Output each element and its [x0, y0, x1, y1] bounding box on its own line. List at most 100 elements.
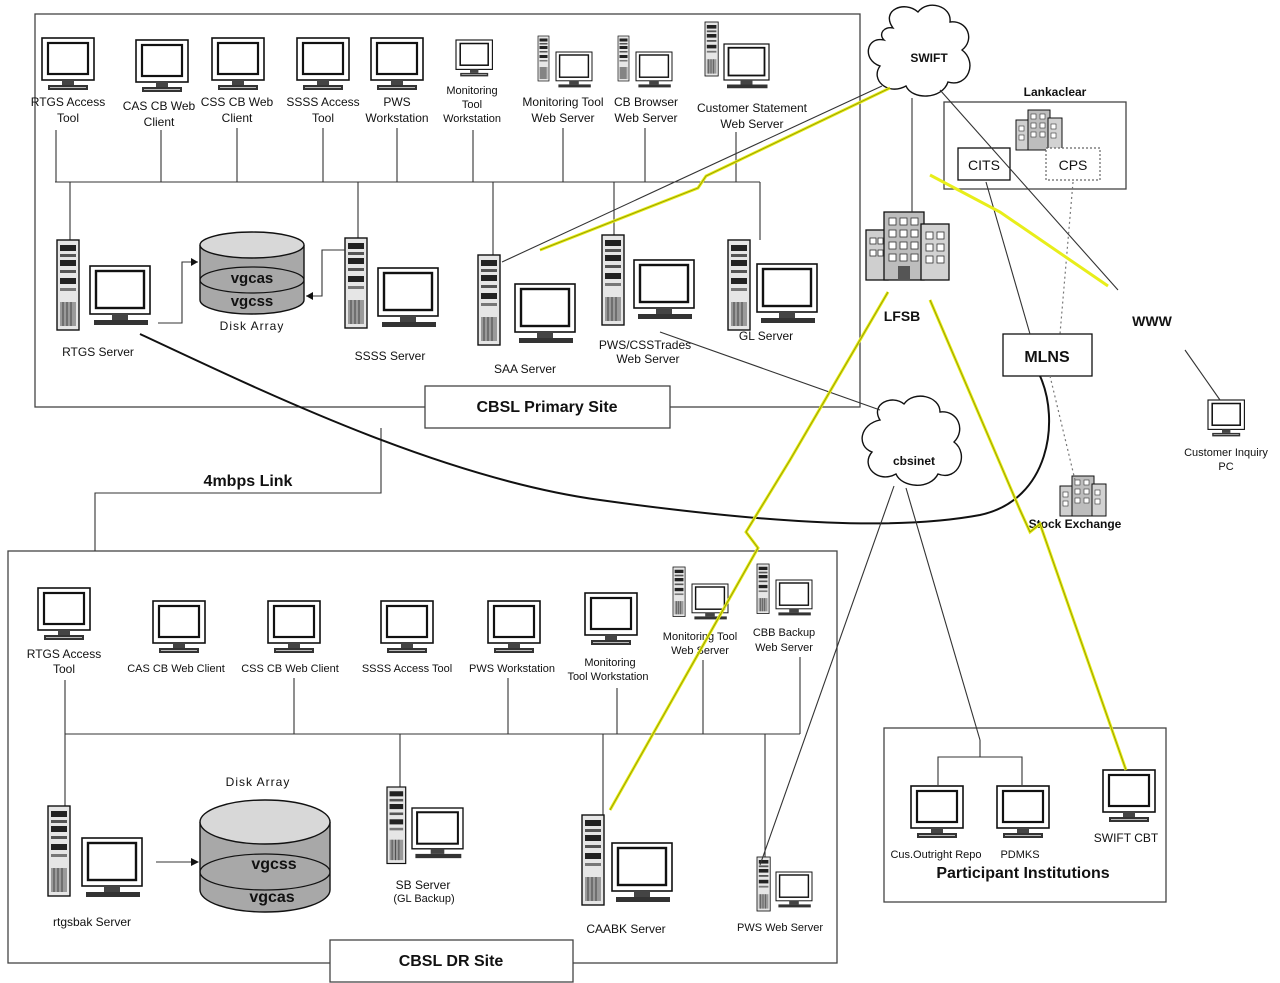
- disk-vgcas: vgcas: [249, 889, 294, 906]
- dr-server-label: CAABK Server: [586, 922, 665, 936]
- client-label: SSSS Access: [286, 95, 359, 109]
- primary-disk-array: [199, 231, 305, 315]
- network-links: [139, 85, 1221, 866]
- dr-client-label: Monitoring Tool: [663, 631, 737, 643]
- primary-site-title: CBSL Primary Site: [476, 399, 617, 416]
- tower-icon: [386, 786, 407, 865]
- client-label: Web Server: [614, 111, 677, 125]
- cps-label: CPS: [1059, 157, 1088, 173]
- monitor-icon: [410, 806, 465, 860]
- stock-exchange-label: Stock Exchange: [1029, 517, 1122, 531]
- monitor-icon: [295, 36, 351, 92]
- customer-inquiry-label: PC: [1218, 461, 1233, 473]
- tower-icon: [344, 237, 368, 329]
- monitor-icon: [775, 871, 813, 909]
- tower-icon: [756, 856, 771, 912]
- server-label: PWS/CSSTrades: [599, 338, 691, 352]
- client-label: Monitoring: [446, 85, 497, 97]
- tower-icon: [756, 563, 770, 614]
- cits-label: CITS: [968, 157, 1000, 173]
- monitor-icon: [151, 599, 207, 655]
- monitor-icon: [513, 282, 577, 345]
- participant-label: SWIFT CBT: [1094, 831, 1159, 845]
- server-label: RTGS Server: [62, 345, 134, 359]
- dr-site-title: CBSL DR Site: [399, 953, 504, 970]
- mlns-label: MLNS: [1024, 349, 1070, 366]
- monitor-icon: [40, 36, 96, 92]
- wan-lightning-links: [539, 86, 1128, 811]
- client-label: RTGS Access: [31, 95, 105, 109]
- dr-server-label: PWS Web Server: [737, 922, 823, 934]
- dr-client-label: CSS CB Web Client: [241, 663, 339, 675]
- cps-box: [1045, 147, 1101, 181]
- server-label: SSSS Server: [355, 349, 426, 363]
- monitor-icon: [1207, 399, 1246, 438]
- monitor-icon: [755, 262, 819, 325]
- server-label: GL Server: [739, 329, 793, 343]
- primary-servers: [56, 234, 819, 346]
- primary-client-icons: [40, 21, 770, 94]
- tower-icon: [581, 814, 605, 906]
- monitor-icon: [455, 39, 494, 78]
- client-label: Web Server: [720, 117, 783, 131]
- tower-icon: [617, 35, 630, 82]
- client-label: CAS CB Web: [123, 99, 196, 113]
- dr-client-label: SSSS Access Tool: [362, 663, 452, 675]
- monitor-icon: [691, 583, 729, 621]
- server-label: Web Server: [616, 352, 679, 366]
- swift-cloud-icon: [867, 4, 971, 97]
- monitor-icon: [775, 579, 813, 617]
- client-label: Tool: [312, 111, 334, 125]
- monitor-icon: [1101, 768, 1157, 824]
- tower-icon: [727, 239, 751, 331]
- dr-disk-array-label: Disk Array: [226, 775, 291, 789]
- monitor-icon: [379, 599, 435, 655]
- tower-icon: [47, 805, 71, 897]
- customer-inquiry-label: Customer Inquiry: [1184, 447, 1268, 459]
- disk-vgcss: vgcss: [231, 293, 274, 310]
- monitor-icon: [610, 841, 674, 904]
- client-label: Workstation: [365, 111, 428, 125]
- lankaclear-label: Lankaclear: [1024, 85, 1087, 99]
- dr-client-label: RTGS Access: [27, 647, 101, 661]
- monitor-icon: [632, 258, 696, 321]
- cbsinet-cloud-icon: [861, 395, 963, 486]
- client-label: Web Server: [531, 111, 594, 125]
- tower-icon: [537, 35, 550, 82]
- dr-client-label: Monitoring: [584, 657, 635, 669]
- mlns-box: [1002, 333, 1093, 377]
- arrow-icon: [306, 292, 313, 300]
- link-4mbps-line: [94, 428, 382, 551]
- monitor-icon: [210, 36, 266, 92]
- monitor-icon: [583, 591, 639, 647]
- arrow-icon: [191, 858, 199, 866]
- participant-label: PDMKS: [1000, 849, 1039, 861]
- monitor-icon: [723, 43, 770, 90]
- client-label: Customer Statement: [697, 101, 808, 115]
- swift-label: SWIFT: [910, 51, 948, 65]
- monitor-icon: [369, 36, 425, 92]
- disk-vgcas: vgcas: [231, 270, 274, 287]
- monitor-icon: [266, 599, 322, 655]
- monitor-icon: [909, 784, 965, 840]
- dr-client-label: PWS Workstation: [469, 663, 555, 675]
- participants-frame: [883, 727, 1167, 903]
- dr-client-label: Tool: [53, 662, 75, 676]
- primary-site-title-box: [424, 385, 671, 429]
- primary-bus: [55, 128, 761, 255]
- dr-server-label: rtgsbak Server: [53, 915, 131, 929]
- link-4mbps-label: 4mbps Link: [204, 473, 293, 490]
- client-label: CB Browser: [614, 95, 678, 109]
- monitor-icon: [88, 264, 152, 327]
- cbsinet-label: cbsinet: [893, 454, 935, 468]
- client-label: Monitoring Tool: [522, 95, 603, 109]
- monitor-icon: [555, 51, 593, 89]
- tower-icon: [56, 239, 80, 331]
- monitor-icon: [995, 784, 1051, 840]
- tower-icon: [704, 21, 719, 77]
- rtgs-to-disk-line: [158, 261, 198, 324]
- stock-exchange-building-icon: [1059, 475, 1107, 517]
- dr-bus: [64, 657, 801, 860]
- participants-title: Participant Institutions: [936, 865, 1109, 882]
